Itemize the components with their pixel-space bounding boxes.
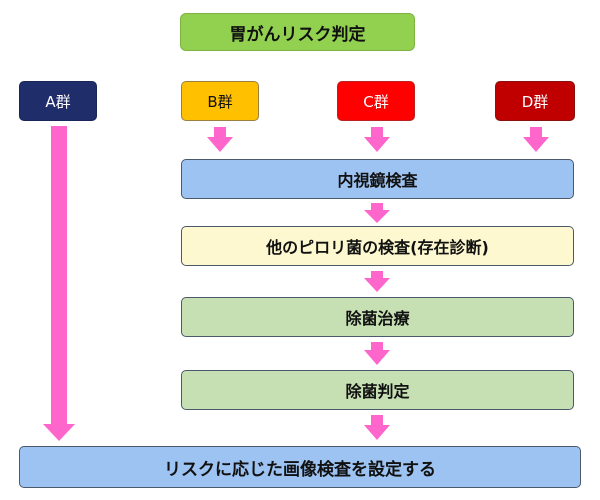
- diagram-title: 胃がんリスク判定: [180, 13, 415, 51]
- group-b-box: B群: [181, 81, 259, 121]
- arrow-step1-to-step2: [364, 203, 390, 223]
- step-eradication-treatment: 除菌治療: [181, 297, 574, 337]
- arrow-group-b-down: [207, 127, 233, 152]
- group-a-box: A群: [19, 81, 97, 121]
- step-endoscopy: 内視鏡検査: [181, 159, 574, 199]
- final-imaging-box: リスクに応じた画像検査を設定する: [19, 446, 581, 488]
- step-eradication-judgment: 除菌判定: [181, 370, 574, 410]
- arrow-step3-to-step4: [364, 342, 390, 365]
- group-d-box: D群: [495, 81, 575, 121]
- arrow-group-c-down: [364, 127, 390, 152]
- group-c-box: C群: [337, 81, 415, 121]
- arrow-group-d-down: [523, 127, 549, 152]
- step-other-pylori-test: 他のピロリ菌の検査(存在診断): [181, 226, 574, 266]
- arrow-step4-to-final: [364, 415, 390, 440]
- arrow-group-a-to-final: [43, 126, 75, 441]
- arrow-step2-to-step3: [364, 271, 390, 292]
